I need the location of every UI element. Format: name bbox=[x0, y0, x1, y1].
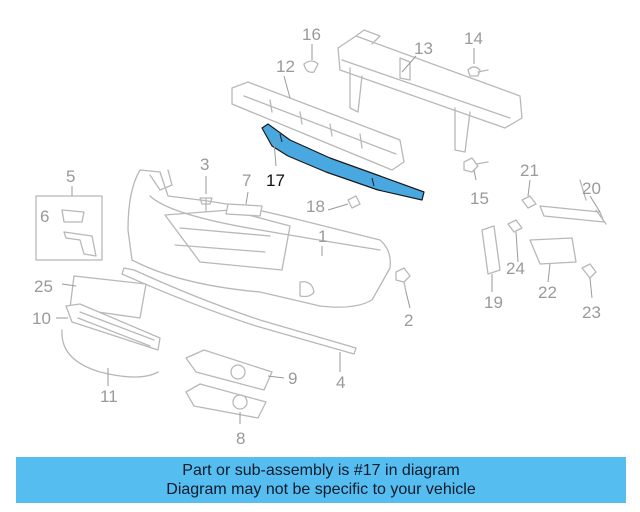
callout-7: 7 bbox=[242, 171, 251, 190]
callout-12: 12 bbox=[276, 57, 295, 76]
leader-lines bbox=[56, 44, 601, 424]
small-bracket bbox=[225, 203, 263, 217]
info-banner: Part or sub-assembly is #17 in diagram D… bbox=[16, 457, 626, 503]
callout-8: 8 bbox=[236, 429, 245, 448]
banner-line-1: Part or sub-assembly is #17 in diagram bbox=[182, 462, 460, 479]
highlighted-strip-part-17 bbox=[261, 123, 425, 201]
fog-lamp-bezels bbox=[185, 349, 273, 419]
callout-15: 15 bbox=[470, 189, 489, 208]
clip bbox=[303, 60, 319, 73]
bolt bbox=[395, 267, 411, 293]
grille-assembly bbox=[61, 303, 161, 378]
callout-22: 22 bbox=[538, 283, 557, 302]
clip bbox=[521, 195, 537, 209]
screw bbox=[581, 263, 597, 279]
callout-3: 3 bbox=[200, 155, 209, 174]
callout-19: 19 bbox=[484, 293, 503, 312]
callout-1: 1 bbox=[318, 227, 327, 246]
bolt bbox=[467, 66, 489, 77]
callout-4: 4 bbox=[336, 373, 345, 392]
banner-line-2: Diagram may not be specific to your vehi… bbox=[166, 481, 476, 498]
lower-trim-strip bbox=[121, 267, 357, 355]
reinforcement-beam bbox=[337, 29, 523, 153]
callout-17: 17 bbox=[266, 171, 285, 190]
side-bracket-left bbox=[481, 225, 501, 275]
callout-16: 16 bbox=[302, 25, 321, 44]
callout-23: 23 bbox=[582, 303, 601, 322]
screw bbox=[199, 197, 213, 213]
bolt bbox=[347, 195, 361, 209]
side-bracket-right bbox=[539, 179, 607, 225]
callout-25: 25 bbox=[34, 277, 53, 296]
callout-14: 14 bbox=[464, 29, 483, 48]
energy-absorber bbox=[231, 81, 405, 171]
callout-10: 10 bbox=[32, 309, 51, 328]
clip bbox=[507, 219, 523, 233]
callout-24: 24 bbox=[506, 259, 525, 278]
callout-2: 2 bbox=[404, 311, 413, 330]
part-17-highlight bbox=[261, 123, 425, 201]
callout-11: 11 bbox=[100, 387, 118, 406]
callout-18: 18 bbox=[306, 197, 325, 216]
callout-6: 6 bbox=[40, 207, 49, 226]
callout-5: 5 bbox=[66, 167, 75, 186]
callout-21: 21 bbox=[520, 161, 539, 180]
parts-diagram: 16 13 14 12 17 3 7 18 5 6 25 10 11 1 2 4… bbox=[32, 25, 607, 448]
callout-9: 9 bbox=[288, 369, 297, 388]
bolt bbox=[463, 157, 489, 173]
side-bracket bbox=[529, 237, 577, 265]
bracket-group-box bbox=[35, 195, 103, 261]
bumper-cover bbox=[127, 169, 391, 308]
callout-13: 13 bbox=[414, 39, 433, 58]
callout-20: 20 bbox=[582, 179, 601, 198]
